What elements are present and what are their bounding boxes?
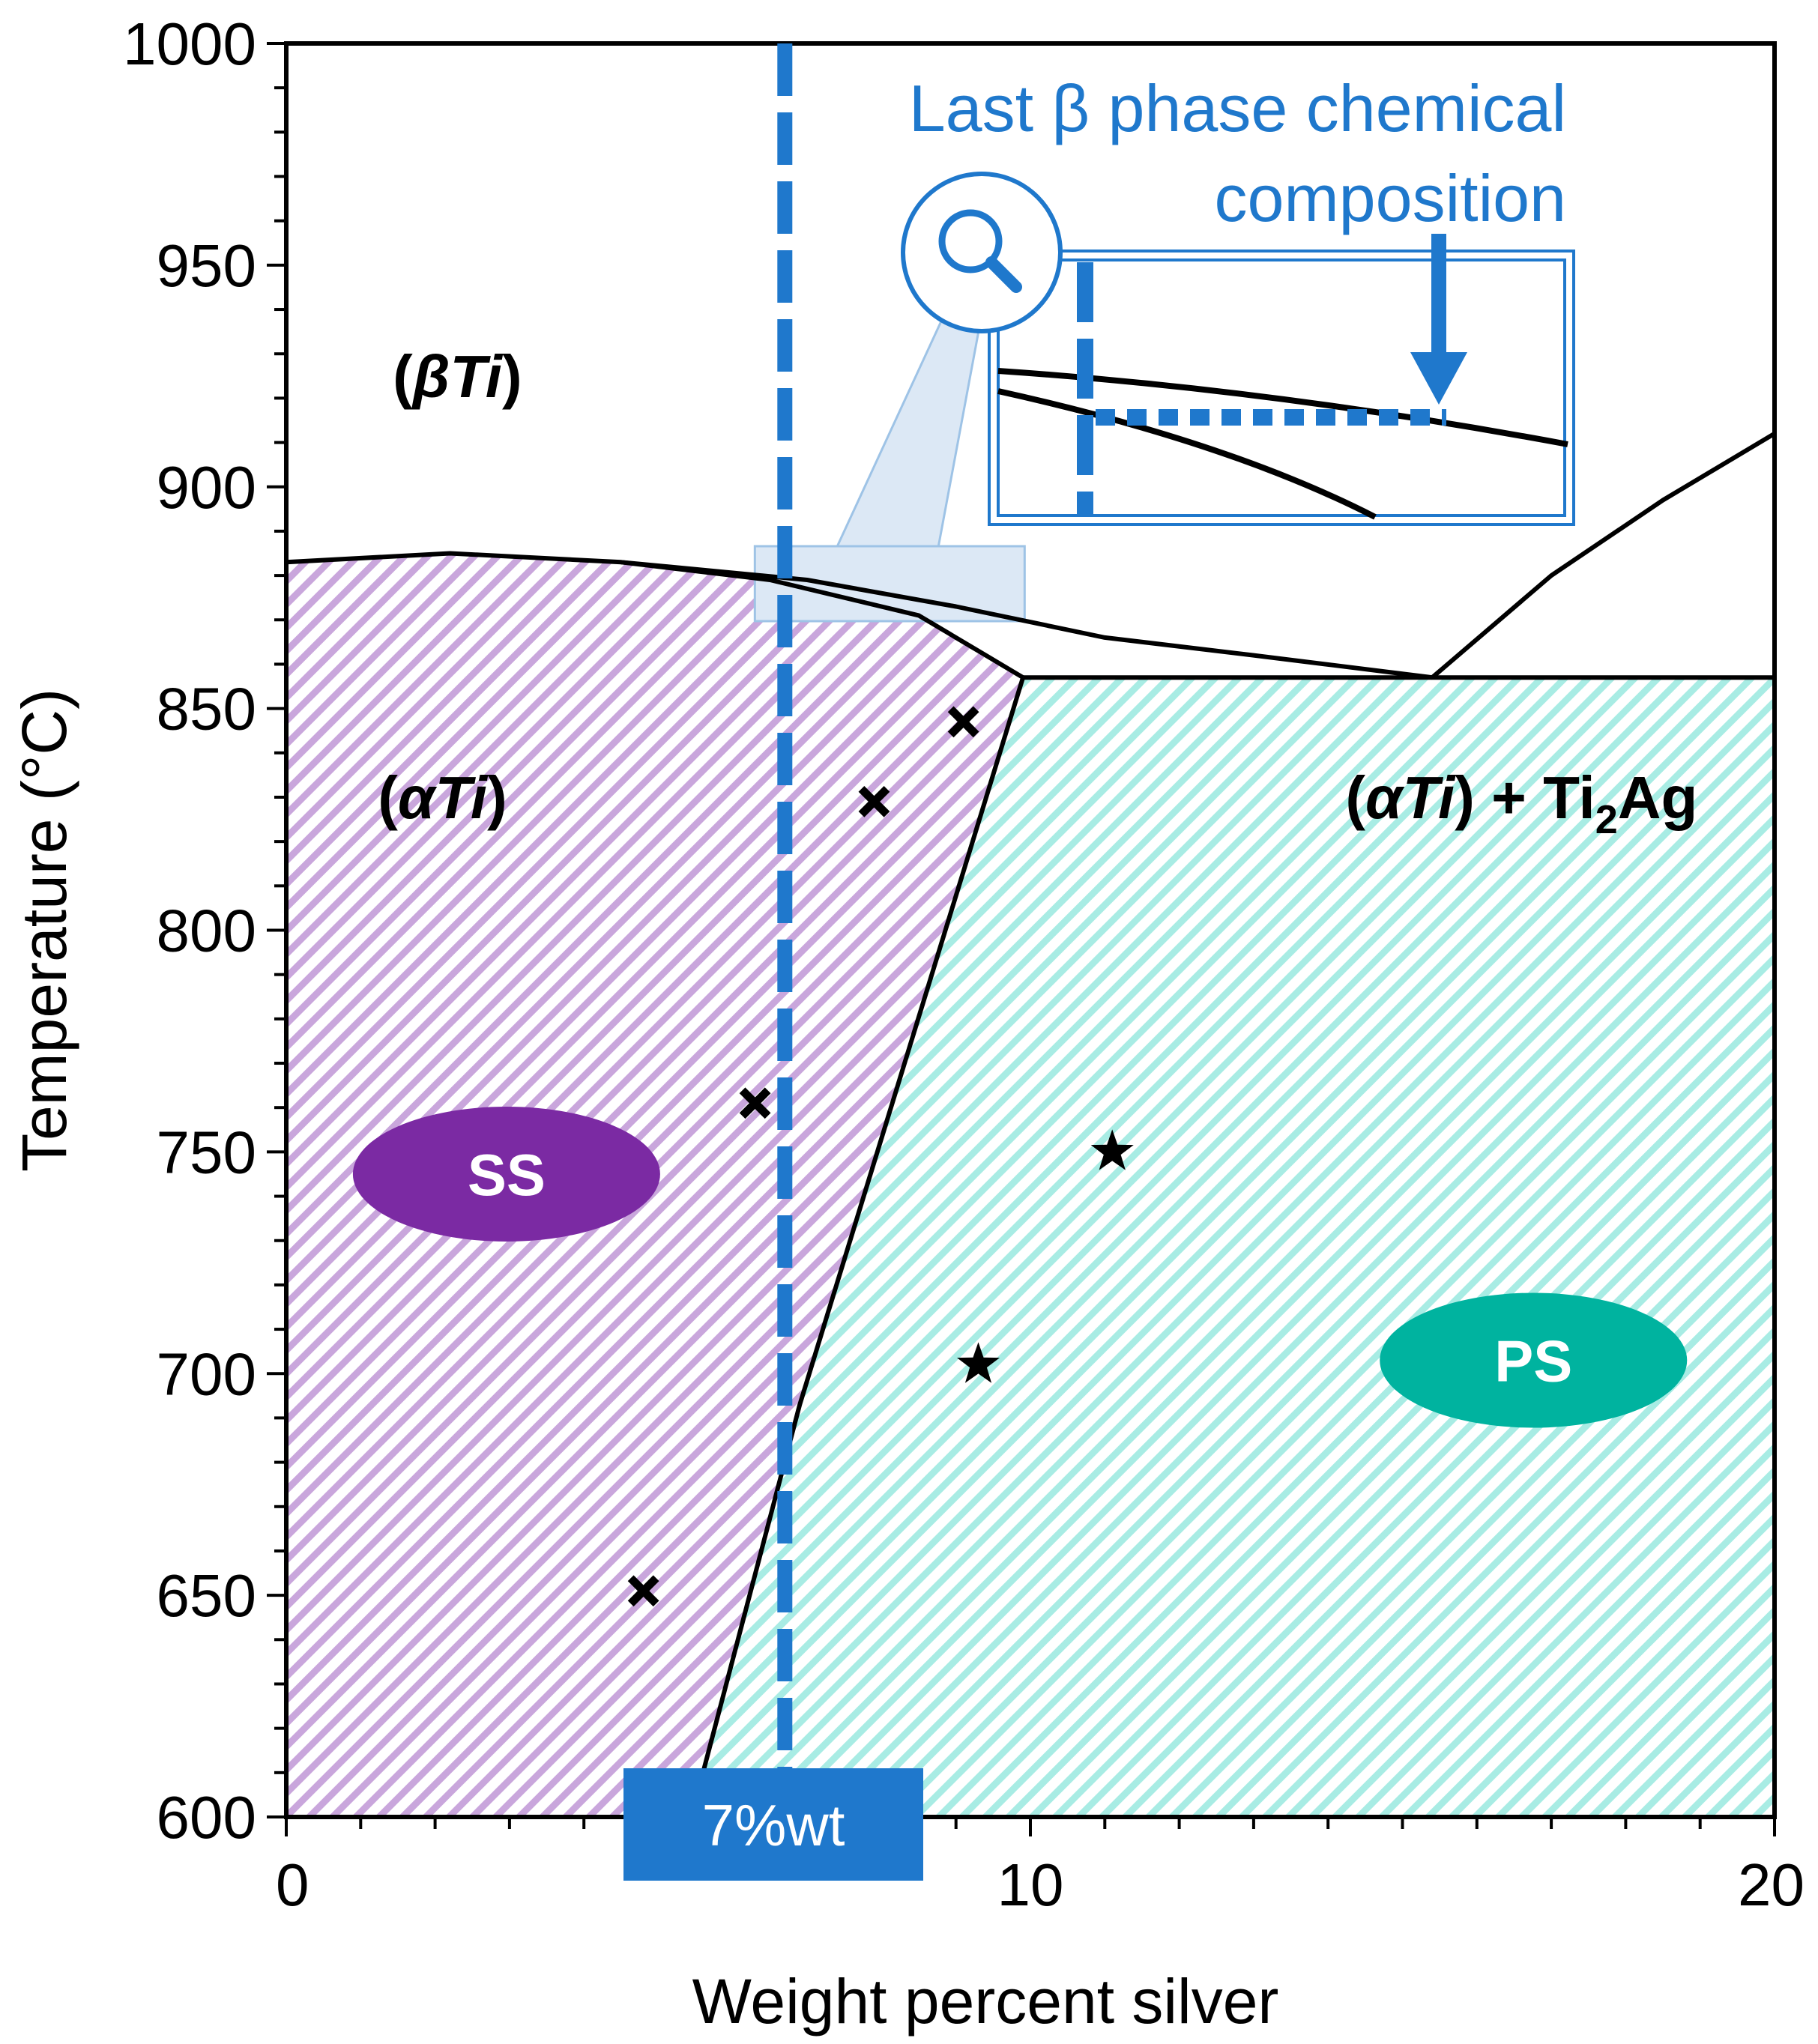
star-marker <box>1090 1129 1134 1170</box>
y-tick-label: 750 <box>157 1119 256 1185</box>
bubble-ss: SS <box>352 1106 660 1242</box>
annotation-line-1: Last β phase chemical <box>909 71 1566 145</box>
x-marker <box>739 1087 771 1119</box>
alpha-beta-transus-upper-line <box>286 551 1433 680</box>
region-label: (αTi) + Ti2Ag <box>1345 764 1697 842</box>
y-tick-label: 900 <box>157 454 256 521</box>
region-labels: (βTi) (αTi) (αTi) + Ti2Ag <box>378 343 1697 842</box>
x-tick-label: 20 <box>1738 1851 1805 1918</box>
magnifier-icon <box>901 172 1063 333</box>
y-tick-label: 800 <box>157 898 256 964</box>
reference-line: 7%wt <box>623 43 923 1881</box>
y-tick-label: 600 <box>157 1784 256 1851</box>
category-bubbles: SS PS <box>352 1106 1688 1428</box>
axis-tick-labels: 600 650 700 750 800 850 900 950 1000 0 10 20 <box>123 10 1805 1918</box>
svg-text:SS: SS <box>468 1142 546 1208</box>
x-marker <box>947 706 979 738</box>
svg-text:PS: PS <box>1494 1328 1572 1394</box>
region-label: (αTi) <box>378 764 507 831</box>
y-axis-title: Temperature (°C) <box>9 689 79 1172</box>
x-marker <box>627 1575 659 1607</box>
bubble-ps: PS <box>1380 1292 1688 1428</box>
zoom-connector <box>753 313 1026 623</box>
y-tick-label: 650 <box>157 1562 256 1629</box>
annotation-line-2: composition <box>1214 161 1566 235</box>
y-tick-label: 700 <box>157 1340 256 1407</box>
x-tick-label: 10 <box>997 1851 1064 1918</box>
inset-lower-curve <box>997 388 1377 520</box>
region-label: (βTi) <box>393 343 522 410</box>
reference-label: 7%wt <box>702 1792 845 1858</box>
alpha-ti2ag-region <box>680 677 1775 1818</box>
star-marker <box>957 1342 1000 1383</box>
alpha-beta-transus-lower-line <box>620 560 1024 680</box>
y-tick-label: 1000 <box>123 10 256 77</box>
beta-ti2ag-boundary-line <box>1431 432 1776 680</box>
inset-arrow-head <box>1410 352 1467 405</box>
x-axis-title: Weight percent silver <box>692 1966 1279 2037</box>
y-tick-label: 850 <box>157 676 256 743</box>
x-marker <box>858 786 890 817</box>
zoom-inset: Last β phase chemical composition <box>901 71 1575 526</box>
inset-frame-inner <box>997 258 1566 517</box>
reference-label-box <box>623 1768 923 1881</box>
x-tick-label: 0 <box>276 1851 309 1918</box>
zoom-funnel <box>835 313 983 548</box>
y-tick-label: 950 <box>157 232 256 299</box>
data-markers <box>627 706 1134 1607</box>
